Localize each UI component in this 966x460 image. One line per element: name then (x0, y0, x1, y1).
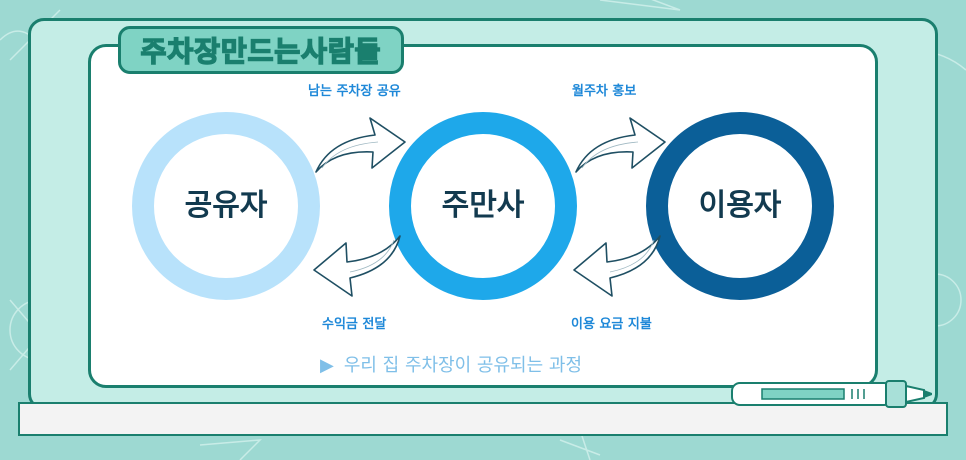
caption: ▶ 우리 집 주차장이 공유되는 과정 (320, 351, 582, 377)
flow-label-share-parking: 남는 주차장 공유 (308, 84, 401, 99)
marker-icon (731, 380, 932, 408)
caption-text: 우리 집 주차장이 공유되는 과정 (343, 355, 583, 376)
arrow-left-icon (313, 235, 401, 297)
title-badge: 주차장만드는사람들 (118, 26, 404, 74)
node-ring-user (646, 112, 834, 300)
whiteboard (88, 44, 878, 388)
node-label-jumansa: 주만사 (441, 188, 525, 223)
flow-label-promotion: 월주차 홍보 (572, 84, 637, 99)
flow-label-payment: 이용 요금 지불 (571, 317, 652, 332)
node-ring-jumansa (389, 112, 577, 300)
board-shelf (18, 402, 948, 436)
node-label-sharer: 공유자 (184, 188, 268, 223)
flow-label-revenue: 수익금 전달 (322, 317, 387, 332)
node-ring-sharer (132, 112, 320, 300)
arrow-right-icon (315, 117, 406, 173)
page-title: 주차장만드는사람들 (140, 34, 382, 69)
node-label-user: 이용자 (698, 188, 782, 223)
arrow-left-icon (573, 235, 661, 297)
play-triangle-icon: ▶ (320, 355, 334, 376)
arrow-right-icon (575, 117, 666, 173)
